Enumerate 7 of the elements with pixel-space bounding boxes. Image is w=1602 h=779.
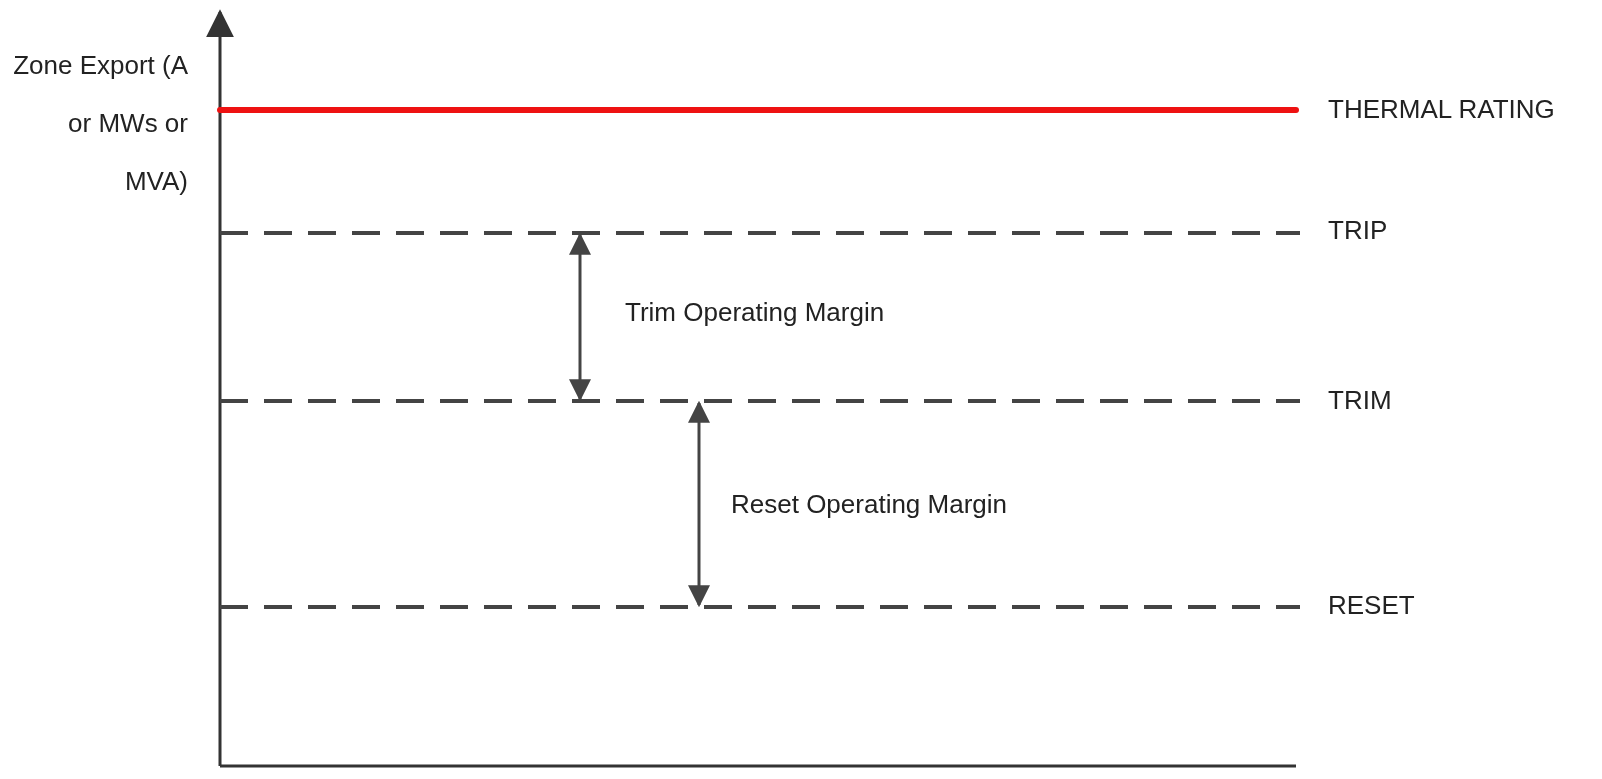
margin-label: Trim Operating Margin [625, 298, 885, 327]
level-label: TRIP [1328, 216, 1388, 245]
level-label: RESET [1328, 591, 1415, 620]
level-label: THERMAL RATING [1328, 95, 1555, 124]
margin-label: Reset Operating Margin [731, 490, 1008, 519]
axis-label: Zone Export (A or MWs or MVA) [13, 49, 188, 198]
level-label: TRIM [1328, 386, 1392, 415]
